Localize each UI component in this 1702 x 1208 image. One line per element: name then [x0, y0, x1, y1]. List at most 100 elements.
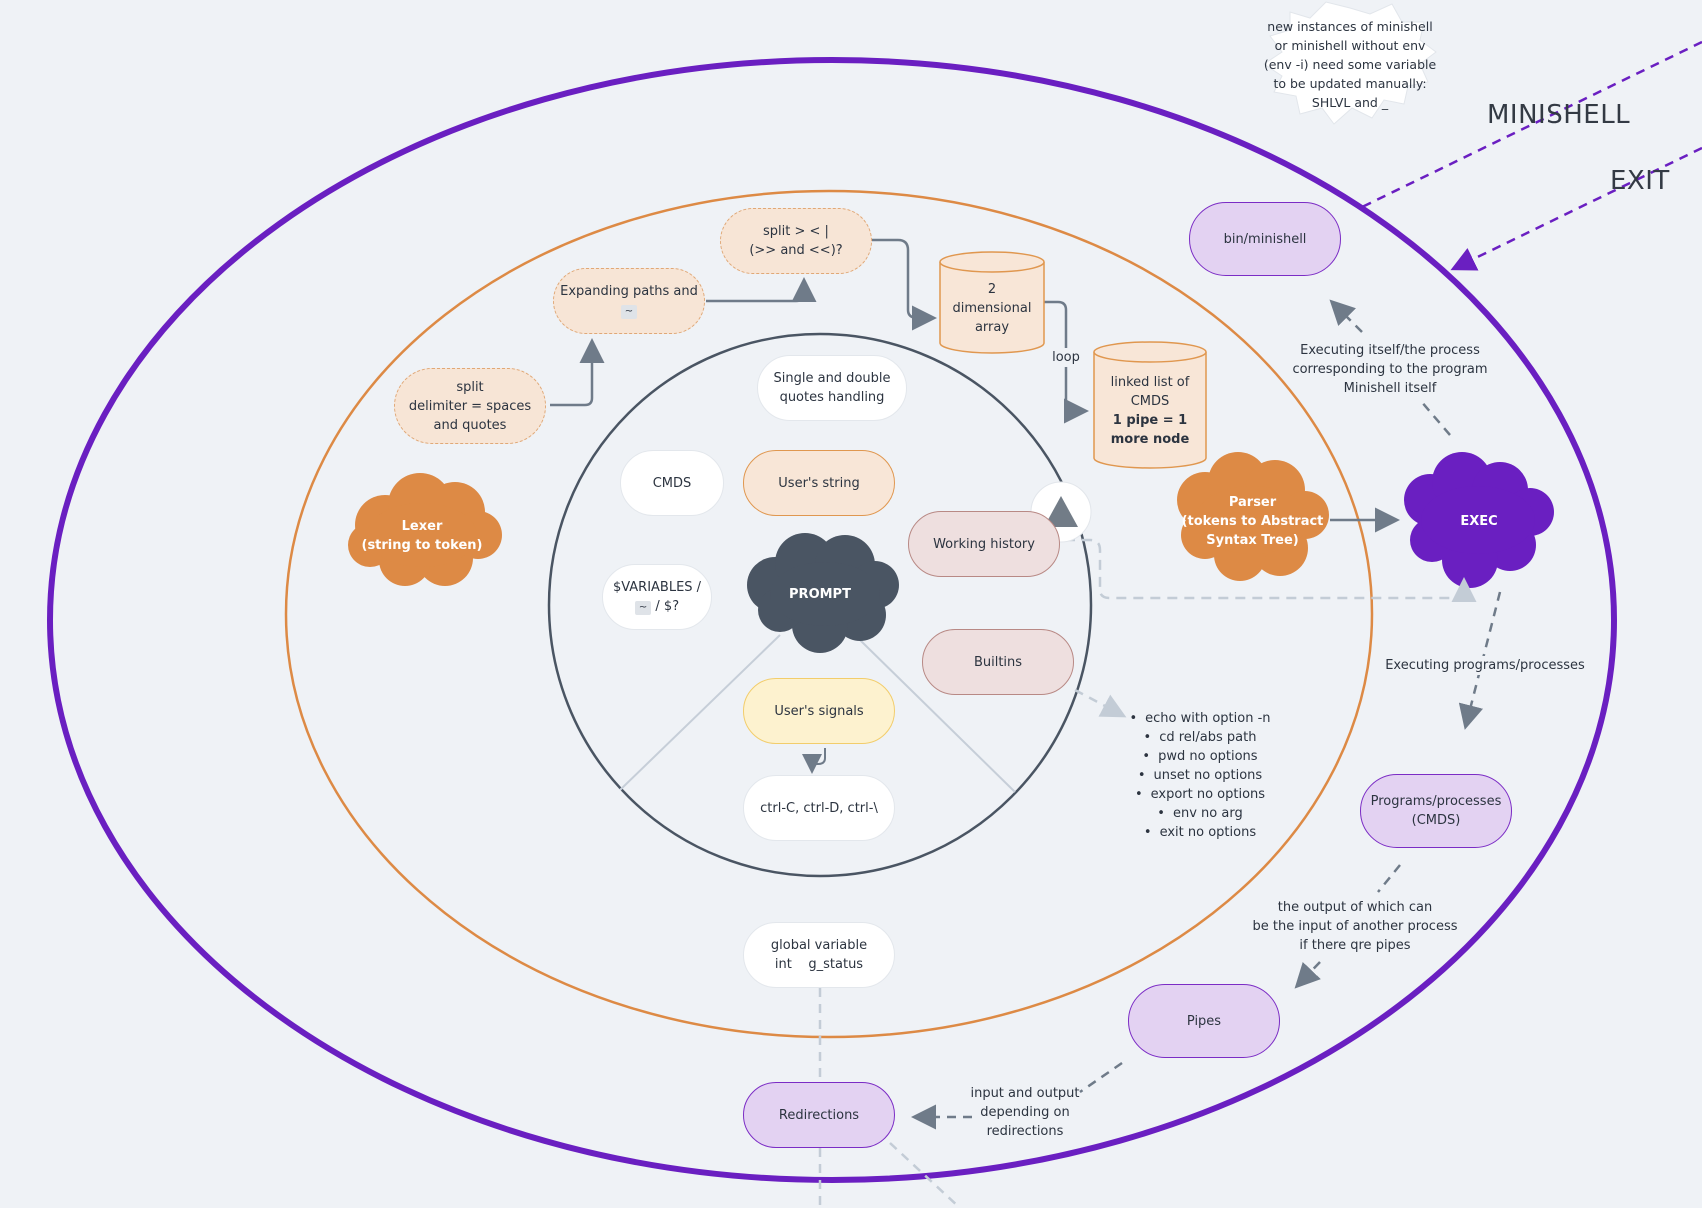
array-line: array: [974, 319, 1010, 335]
pipes-node[interactable]: Pipes: [1128, 984, 1280, 1058]
output-note-line: if there qre pipes: [1299, 938, 1411, 953]
executing-itself-note: Executing itself/the process correspondi…: [1280, 341, 1500, 398]
io-note-line: input and output: [970, 1086, 1080, 1101]
variables-line: $VARIABLES /: [612, 580, 702, 595]
builtins-node[interactable]: Builtins: [922, 629, 1074, 695]
prompt-left-line: [619, 634, 781, 791]
parser-cloud-label: Parser (tokens to Abstract Syntax Tree): [1180, 488, 1325, 554]
variables-suffix: / $?: [651, 599, 680, 614]
users-string-node[interactable]: User's string: [743, 450, 895, 516]
io-note-line: depending on: [980, 1105, 1070, 1120]
lexer-subtitle: (string to token): [361, 538, 483, 553]
split-to-expanding: [550, 338, 605, 407]
prompt-right-line: [859, 639, 1016, 793]
builtin-item: echo with option -n: [1120, 709, 1280, 728]
builtin-item: pwd no options: [1120, 747, 1280, 766]
expanding-step[interactable]: Expanding paths and ~: [553, 268, 705, 334]
bin-minishell-node[interactable]: bin/minishell: [1189, 202, 1341, 276]
history-to-exec: [1065, 538, 1477, 602]
exit-dash-line: [1450, 146, 1702, 271]
linkedlist-line: CMDS: [1130, 394, 1170, 409]
lexer-cloud: [348, 473, 502, 586]
split-step-line: split: [456, 379, 484, 395]
lexer-cloud-label: Lexer (string to token): [352, 500, 492, 572]
linkedlist-bold-line: more node: [1110, 432, 1190, 447]
burst-note-line: SHLVL and _: [1311, 95, 1389, 110]
global-variable-line: int g_status: [774, 957, 864, 972]
history-toggle-triangle-icon: [1044, 496, 1078, 527]
redirections-node[interactable]: Redirections: [743, 1082, 895, 1148]
exec-cloud: [1404, 452, 1554, 588]
quotes-handling[interactable]: Single and double quotes handling: [757, 355, 907, 421]
builtins-to-list: [1074, 688, 1127, 718]
output-to-pipes-arrow: [1294, 961, 1321, 989]
output-note: the output of which can be the input of …: [1245, 898, 1465, 955]
inner-dark-ring: [547, 332, 1093, 878]
global-variable-node[interactable]: global variable int g_status: [743, 922, 895, 988]
parser-subtitle: (tokens to Abstract: [1181, 513, 1324, 529]
io-note-line: redirections: [986, 1124, 1064, 1139]
split-redir-step[interactable]: split > < | (>> and <<)?: [720, 208, 872, 274]
variables-node[interactable]: $VARIABLES / ~ / $?: [602, 564, 712, 630]
outer-purple-ring: [47, 57, 1617, 1183]
burst-note: new instances of minishell or minishell …: [1240, 17, 1460, 112]
prompt-cloud: [747, 533, 899, 653]
programs-node[interactable]: Programs/processes (CMDS): [1360, 774, 1512, 848]
split-step-line: delimiter = spaces: [408, 398, 532, 414]
quotes-line: Single and double: [773, 371, 891, 386]
tilde-chip: ~: [620, 305, 638, 319]
expanding-to-splitredir: [706, 277, 817, 303]
array-line: 2: [987, 281, 997, 297]
split-step[interactable]: split delimiter = spaces and quotes: [394, 368, 546, 444]
output-note-line: be the input of another process: [1252, 919, 1458, 934]
quotes-line: quotes handling: [779, 390, 885, 405]
splitredir-to-array: [872, 238, 937, 331]
pipes-io-line: [1079, 1061, 1123, 1094]
builtin-item: export no options: [1120, 785, 1280, 804]
array-label: 2 dimensional array: [940, 278, 1044, 338]
builtin-item: exit no options: [1120, 823, 1280, 842]
parser-subtitle: Syntax Tree): [1206, 532, 1299, 548]
prompt-cloud-label: PROMPT: [789, 586, 851, 602]
executing-itself-line: Minishell itself: [1343, 381, 1437, 396]
exec-cloud-label: EXEC: [1460, 513, 1498, 529]
array-line: dimensional: [952, 300, 1032, 316]
working-history-node[interactable]: Working history: [908, 511, 1060, 577]
minishell-title: MINISHELL: [1487, 100, 1631, 130]
linkedlist-bold-line: 1 pipe = 1: [1112, 413, 1188, 428]
loop-label: loop: [1049, 348, 1083, 367]
linkedlist-cylinder: [1093, 341, 1207, 469]
output-note-line: the output of which can: [1277, 900, 1433, 915]
split-step-line: and quotes: [433, 417, 507, 433]
burst-note-line: to be updated manually:: [1273, 76, 1427, 91]
ctrl-signals-node[interactable]: ctrl-C, ctrl-D, ctrl-\: [743, 775, 895, 841]
burst-note-line: (env -i) need some variable: [1263, 57, 1437, 72]
linkedlist-label: linked list of CMDS 1 pipe = 1 more node: [1094, 372, 1206, 450]
executing-itself-line: Executing itself/the process: [1300, 343, 1480, 358]
split-redir-line: (>> and <<)?: [749, 243, 843, 258]
tilde-chip: ~: [634, 601, 652, 615]
exec-to-bin-arrow-head: [1329, 299, 1363, 333]
users-signals-node[interactable]: User's signals: [743, 678, 895, 744]
burst-shape: [1263, 1, 1437, 125]
executing-itself-line: corresponding to the program: [1292, 362, 1488, 377]
parser-title: Parser: [1228, 494, 1277, 510]
executing-programs-note: Executing programs/processes: [1380, 656, 1590, 675]
builtin-item: env no arg: [1120, 804, 1280, 823]
programs-line: Programs/processes: [1370, 794, 1502, 809]
exit-title: EXIT: [1610, 166, 1670, 196]
programs-line: (CMDS): [1411, 813, 1461, 828]
exec-to-bin-arrow: [1419, 399, 1451, 436]
global-variable-line: global variable: [770, 938, 868, 953]
array-cylinder: [939, 251, 1045, 354]
middle-orange-ring: [284, 189, 1374, 1039]
split-redir-line: split > < |: [763, 224, 829, 239]
builtins-list: echo with option -n cd rel/abs path pwd …: [1120, 709, 1280, 842]
signals-to-ctrl: [802, 748, 826, 774]
linkedlist-line: linked list of: [1110, 375, 1190, 390]
expanding-step-label: Expanding paths and: [560, 284, 698, 299]
burst-note-line: new instances of minishell: [1267, 19, 1433, 34]
lexer-title: Lexer: [401, 519, 443, 534]
cmds-node[interactable]: CMDS: [620, 450, 724, 516]
burst-note-line: or minishell without env: [1274, 38, 1426, 53]
